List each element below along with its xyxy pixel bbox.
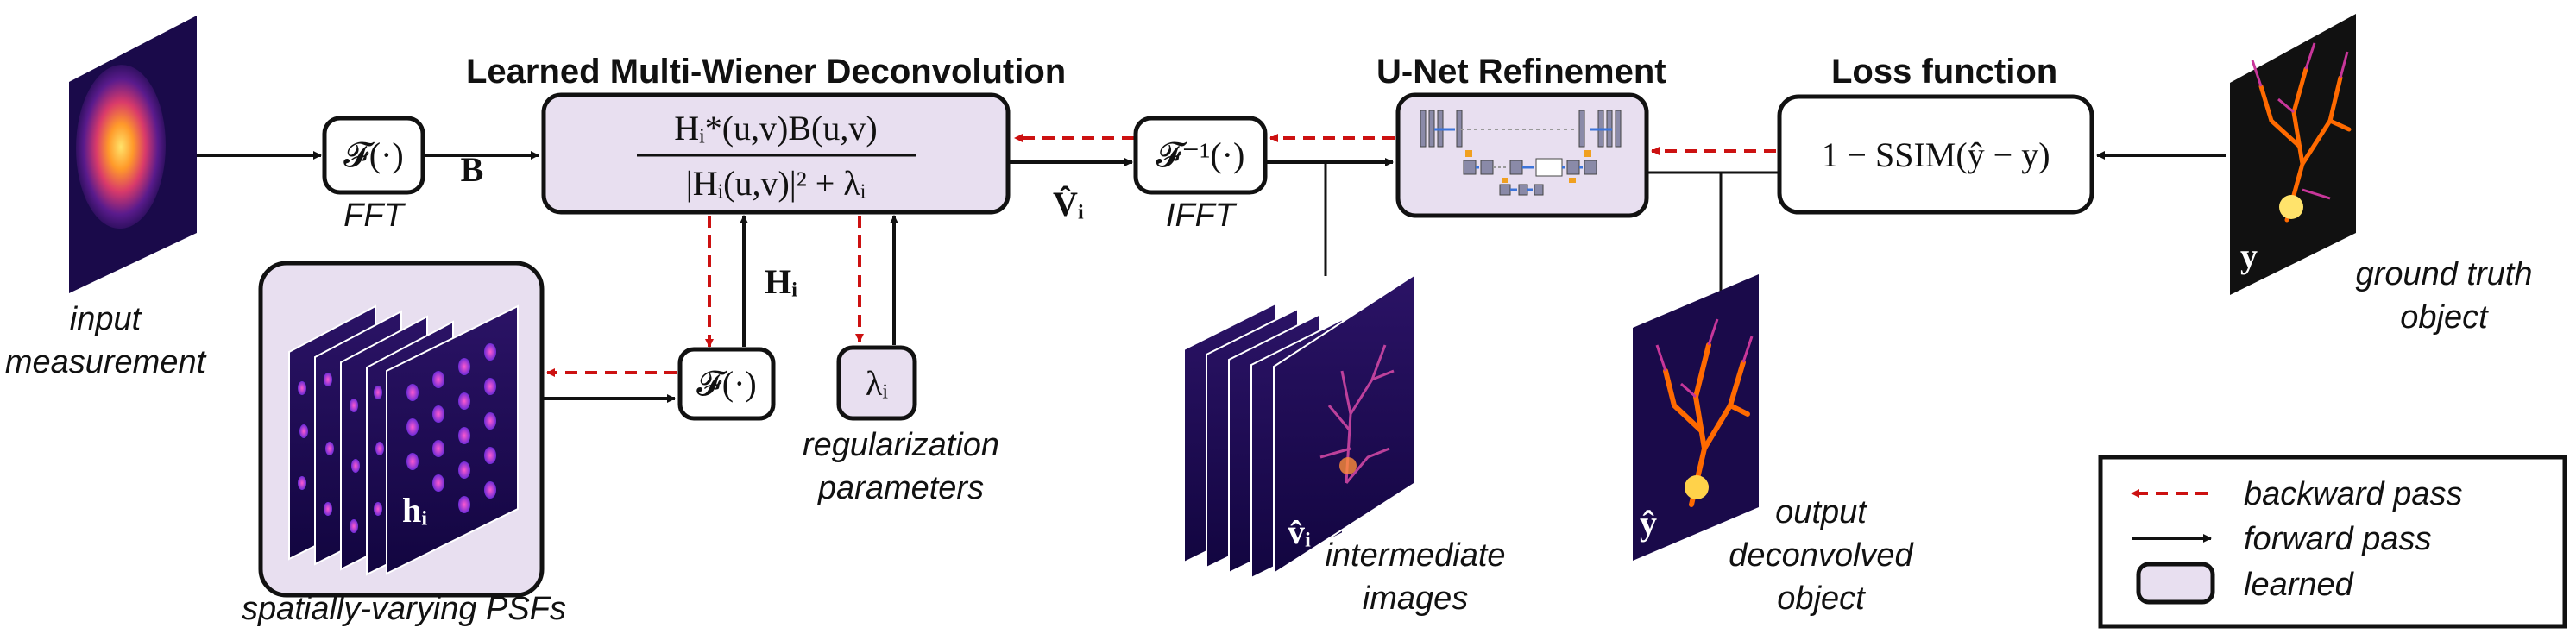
- ifft-symbol: 𝓕⁻¹(·): [1156, 135, 1245, 174]
- wiener-title: Learned Multi-Wiener Deconvolution: [466, 53, 1066, 91]
- wiener-box: [541, 92, 1011, 215]
- symbol-H: Hᵢ: [765, 262, 797, 301]
- inter-caption-2: images: [1363, 581, 1469, 617]
- symbol-yhat: ŷ: [1640, 504, 1657, 543]
- psf-fft-symbol: 𝓕(·): [696, 364, 756, 403]
- legend-forward-label: forward pass: [2244, 521, 2432, 557]
- legend-learned-swatch: [2136, 562, 2215, 605]
- wiener-denominator: |Hᵢ(u,v)|² + λᵢ: [686, 164, 866, 203]
- psfs-caption: spatially-varying PSFs: [242, 591, 566, 627]
- inter-caption-1: intermediate: [1325, 537, 1505, 574]
- input-measurement-image: [69, 16, 197, 293]
- reg-caption-2: parameters: [817, 470, 984, 506]
- psf-stack-images: [288, 304, 519, 576]
- symbol-V: V̂ᵢ: [1053, 185, 1084, 223]
- symbol-y: y: [2240, 236, 2258, 275]
- loss-title: Loss function: [1831, 53, 2057, 91]
- out-caption-3: object: [1777, 581, 1866, 617]
- lambda-box: [836, 345, 917, 421]
- unet-architecture-icon: [1420, 110, 1622, 196]
- input-caption-2: measurement: [5, 344, 207, 380]
- loss-box: [1777, 94, 2094, 215]
- symbol-v: v̂ᵢ: [1288, 512, 1311, 551]
- legend-learned-label: learned: [2244, 567, 2355, 603]
- lambda-symbol: λᵢ: [866, 364, 888, 403]
- loss-formula: 1 − SSIM(ŷ − y): [1821, 135, 2050, 174]
- output-image: [1633, 274, 1759, 561]
- ifft-caption: IFFT: [1166, 198, 1238, 234]
- input-caption-1: input: [70, 301, 142, 337]
- gt-caption-2: object: [2400, 299, 2489, 336]
- fft-caption: FFT: [343, 198, 406, 234]
- fft-symbol: 𝓕(·): [343, 135, 403, 174]
- reg-caption-1: regularization: [803, 427, 999, 463]
- out-caption-1: output: [1775, 494, 1867, 530]
- wiener-numerator: Hᵢ*(u,v)B(u,v): [674, 109, 877, 148]
- symbol-h: hᵢ: [402, 491, 427, 530]
- ground-truth-image: [2230, 14, 2356, 295]
- out-caption-2: deconvolved: [1729, 537, 1914, 574]
- intermediate-images-stack: [1183, 273, 1416, 580]
- gt-caption-1: ground truth: [2356, 256, 2533, 292]
- ifft-box: [1133, 116, 1268, 195]
- unet-title: U-Net Refinement: [1376, 53, 1666, 91]
- psf-fft-box: [677, 347, 776, 421]
- symbol-B: B: [461, 150, 484, 189]
- legend-backward-label: backward pass: [2244, 476, 2462, 512]
